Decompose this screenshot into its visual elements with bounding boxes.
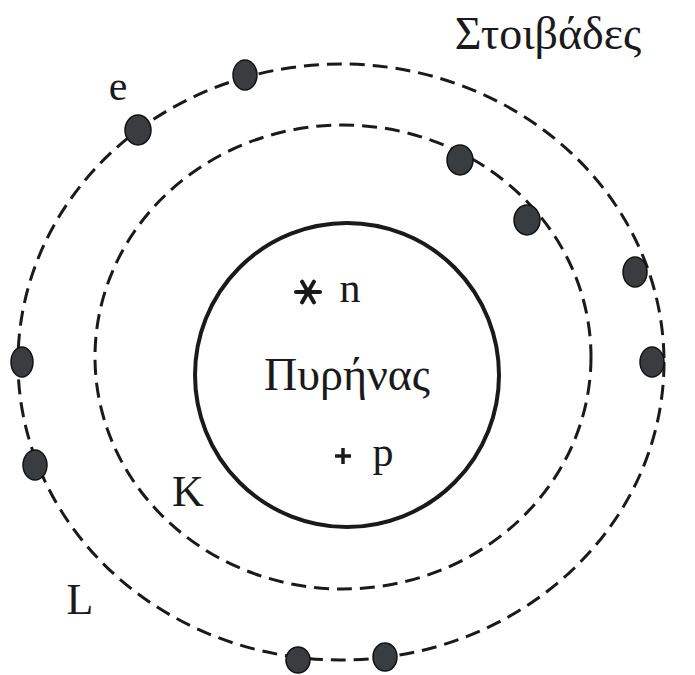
- neutron-label: n: [340, 267, 361, 309]
- proton-symbol: [335, 448, 351, 464]
- k-shell: [95, 125, 591, 589]
- shell-label: K: [172, 470, 204, 514]
- electron: [623, 257, 647, 287]
- electrons: [11, 60, 664, 673]
- l-shell: [18, 64, 664, 660]
- nucleus-label: Πυρήνας: [264, 352, 430, 398]
- neutron-symbol-stroke: [302, 282, 314, 303]
- neutron-symbol-stroke: [302, 282, 314, 303]
- electron: [23, 450, 47, 480]
- electron: [447, 145, 473, 175]
- electron: [514, 205, 540, 235]
- electron: [640, 347, 664, 377]
- nucleus-circle: nΠυρήνας p: [192, 220, 502, 530]
- proton-symbol-stroke: [341, 448, 345, 464]
- electron: [286, 647, 310, 673]
- electron: [11, 347, 33, 377]
- nucleus-border: [195, 223, 499, 527]
- shell-label: L: [67, 578, 94, 622]
- electron-label: e: [109, 65, 128, 107]
- proton-label: p: [373, 431, 394, 473]
- electron: [233, 60, 257, 90]
- neutron-symbol: [296, 282, 320, 303]
- electron: [373, 643, 397, 671]
- shells-title: Στοιβάδες: [455, 11, 642, 57]
- electron: [125, 115, 151, 145]
